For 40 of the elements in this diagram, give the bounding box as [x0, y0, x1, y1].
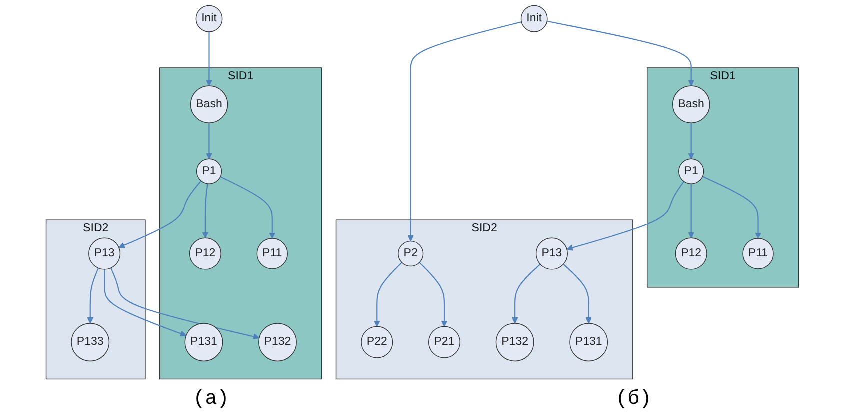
- arrow: [87, 268, 99, 324]
- arrow: [220, 176, 276, 239]
- node-circle: P13: [88, 238, 121, 270]
- arrow: [374, 262, 402, 327]
- node-circle: P22: [361, 326, 394, 358]
- node-circle: Init: [520, 5, 548, 32]
- arrow: [110, 268, 260, 340]
- arrow: [688, 184, 694, 238]
- arrow: [566, 181, 684, 251]
- arrow: [512, 264, 541, 324]
- node-circle: P13: [536, 238, 568, 270]
- node-circle: P11: [256, 238, 288, 270]
- node-circle: P11: [742, 238, 774, 270]
- arrow: [118, 180, 202, 248]
- arrow: [702, 176, 762, 239]
- node-circle: Bash: [672, 86, 710, 124]
- node-circle: P131: [570, 323, 608, 362]
- arrow: [419, 262, 448, 327]
- node-circle: P12: [189, 238, 222, 270]
- arrow: [202, 184, 209, 238]
- panel-label: (б): [616, 388, 652, 410]
- node-circle: P131: [184, 323, 224, 362]
- node-circle: Init: [196, 5, 223, 32]
- arrow: [206, 32, 212, 86]
- node-circle: Bash: [190, 86, 228, 124]
- node-circle: P1: [196, 158, 222, 184]
- node-circle: P132: [496, 323, 534, 362]
- node-circle: P21: [428, 326, 461, 358]
- arrow: [688, 123, 694, 160]
- arrow: [563, 264, 592, 324]
- arrow: [104, 269, 187, 337]
- arrow: [206, 123, 212, 160]
- arrow: [547, 20, 694, 86]
- node-circle: P1: [678, 158, 704, 184]
- panel-label: (a): [193, 388, 230, 410]
- node-circle: P12: [675, 238, 708, 270]
- node-circle: P133: [71, 323, 110, 362]
- node-circle: P132: [258, 323, 297, 362]
- node-circle: P2: [398, 240, 424, 267]
- arrow: [408, 22, 522, 242]
